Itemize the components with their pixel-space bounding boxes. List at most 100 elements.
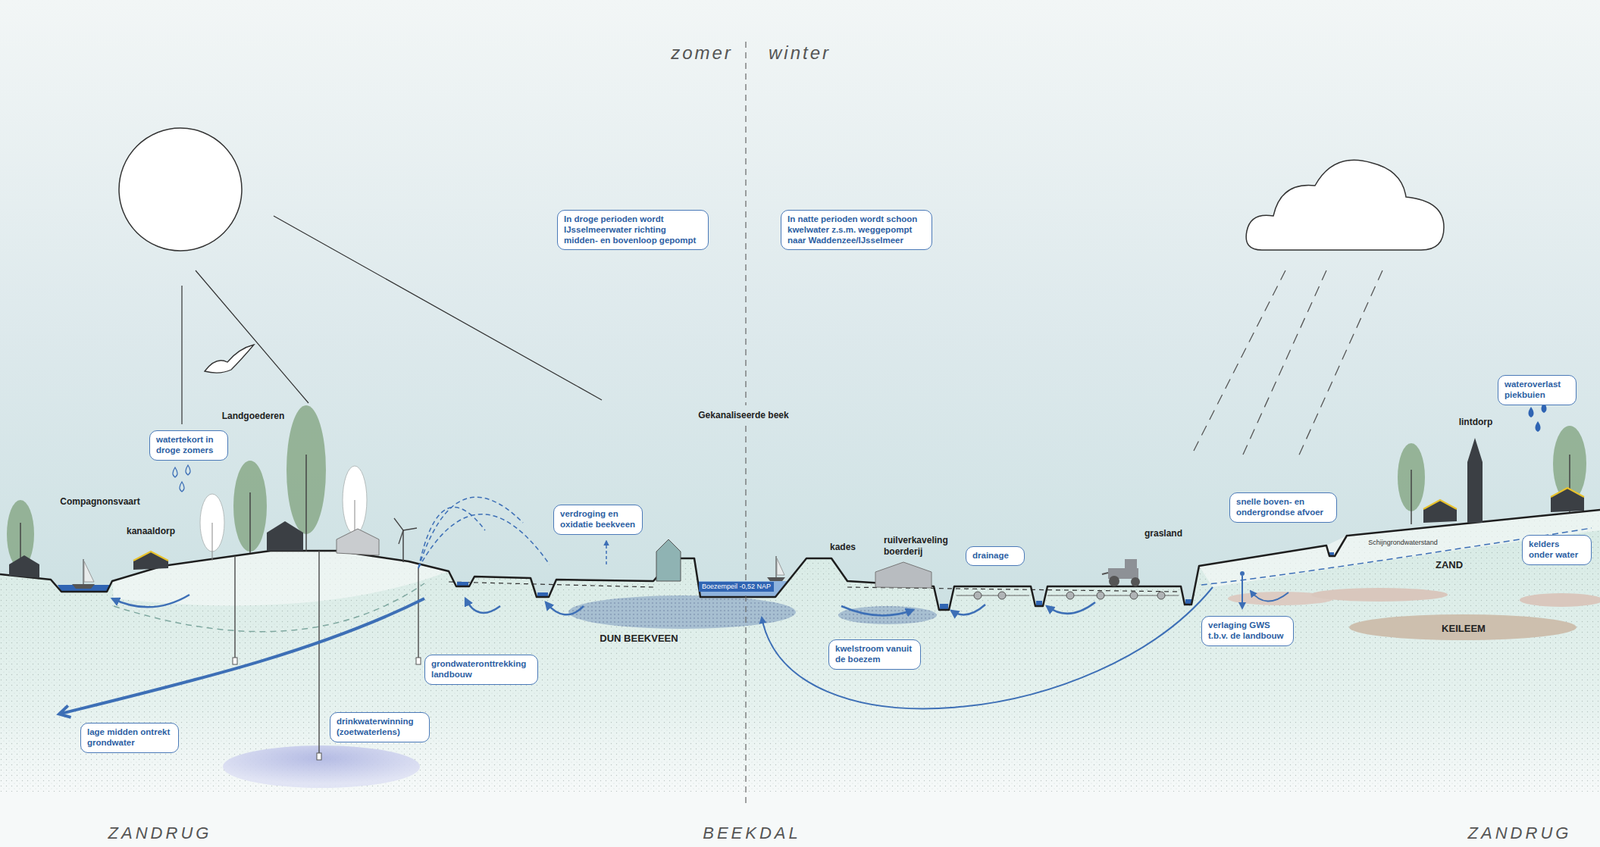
callout-text: verlaging GWS t.b.v. de landbouw [1208, 620, 1287, 642]
buildings-part [1550, 488, 1585, 498]
drainage-pipes [956, 591, 1179, 600]
water-part [698, 581, 789, 598]
boats-part [775, 556, 777, 578]
groundwater-label: Schijngrondwaterstand [1368, 538, 1438, 547]
sky-part [0, 0, 1600, 607]
tractor-part [1102, 572, 1109, 575]
sun-part [118, 128, 242, 251]
soil-label: ZAND [1435, 559, 1463, 571]
callout-text: In natte perioden wordt schoon kwelwater… [787, 214, 926, 246]
windmill-part [394, 518, 404, 531]
soil-label: KEILEEM [1441, 623, 1486, 635]
callout-text: kwelstroom vanuit de boezem [835, 644, 915, 666]
callout-text: lage midden ontrekt grondwater [87, 727, 173, 749]
drainage-pipes-part [998, 591, 1006, 600]
wells-part [417, 568, 420, 664]
callout-box: In natte perioden wordt schoon kwelwater… [780, 209, 933, 251]
water-level-bar: Boezempeil -0,52 NAP [698, 582, 774, 592]
callout-box: lage midden ontrekt grondwater [80, 723, 179, 754]
cloud-and-rain-part [1193, 270, 1286, 451]
callout-box: grondwateronttrekking landbouw [424, 654, 539, 686]
buildings [9, 438, 1585, 589]
buildings-part [875, 562, 932, 589]
groundwater-lines-part [448, 582, 654, 588]
callout-text: verdroging en oxidatie beekveen [560, 509, 636, 531]
groundwater-lines [113, 528, 1592, 633]
tractor-part [1108, 576, 1120, 587]
boats [72, 556, 786, 589]
bird [204, 344, 254, 373]
drops-part [185, 465, 191, 476]
buildings-part [1423, 500, 1457, 523]
place-label: ruilverkaveling boerderij [883, 535, 960, 558]
buildings-part [1467, 438, 1483, 523]
place-label: Gekanaliseerde beek [698, 410, 789, 422]
callout-text: watertekort in droge zomers [156, 435, 222, 457]
flow-arrows-part [951, 604, 986, 615]
callout-text: wateroverlast piekbuien [1504, 379, 1570, 401]
cloud-and-rain-part [1246, 159, 1444, 251]
callout-box: kelders onder water [1521, 535, 1592, 566]
callout-box: drinkwaterwinning (zoetwaterlens) [329, 712, 430, 743]
flow-arrows-part [112, 594, 190, 608]
soil-layers-part [1519, 593, 1600, 608]
drainage-pipes-part [1066, 591, 1074, 600]
soil-layers [222, 588, 1600, 789]
place-label: kades [829, 541, 856, 554]
callout-box: wateroverlast piekbuien [1497, 375, 1577, 406]
flow-arrows-part [761, 587, 1213, 709]
callout-text: drinkwaterwinning (zoetwaterlens) [336, 717, 423, 739]
boats-part [84, 561, 94, 583]
season-divider [745, 41, 747, 808]
soil-label: DUN BEEKVEEN [599, 632, 678, 645]
soil-layers-part [568, 595, 796, 630]
sprinkler-arcs-part [418, 507, 486, 569]
callout-box: watertekort in droge zomers [149, 430, 229, 461]
soil-part [0, 510, 1600, 793]
soil-part [0, 510, 1600, 793]
flow-arrows-part [545, 602, 584, 615]
buildings-part [336, 529, 379, 556]
groundwater-lines-part [113, 583, 425, 633]
sun-part [273, 216, 602, 401]
soil-layers-part [838, 606, 937, 625]
sun-part [195, 270, 309, 404]
soil-layers-part [568, 595, 796, 630]
water-level-text: Boezempeil -0,52 NAP [701, 582, 771, 592]
drainage-pipes-part [1096, 591, 1105, 600]
flow-arrows-part [1241, 576, 1244, 609]
callout-text: drainage [972, 551, 1018, 562]
sprinkler-arcs [418, 497, 550, 569]
boats-part [776, 558, 785, 576]
callout-text: kelders onder water [1528, 539, 1585, 561]
place-label: grasland [1144, 528, 1183, 540]
callout-box: snelle boven- en ondergrondse afvoer [1229, 492, 1337, 523]
windmill-part [398, 530, 404, 545]
tractor-part [1130, 577, 1140, 587]
season-label: zomer [670, 42, 733, 64]
sun-part [181, 285, 182, 425]
sun [118, 128, 602, 425]
drainage-pipes-part [1130, 591, 1138, 600]
flow-arrows-part [605, 541, 608, 565]
soil-layers-part [222, 745, 420, 789]
tractor-part [1124, 559, 1137, 569]
callout-text: grondwateronttrekking landbouw [431, 659, 532, 681]
place-label: Landgoederen [222, 410, 285, 423]
buildings-part [656, 539, 681, 582]
place-label: lintdorp [1459, 416, 1494, 429]
buildings-part [266, 521, 304, 552]
bird-part [204, 344, 254, 373]
flow-arrows [60, 541, 1289, 714]
wells-part [416, 657, 421, 665]
callout-box: drainage [965, 546, 1025, 567]
callout-box: verlaging GWS t.b.v. de landbouw [1201, 616, 1294, 647]
place-label: kanaaldorp [126, 526, 176, 538]
flow-arrows-part [60, 598, 425, 714]
drops-part [172, 467, 178, 478]
wells-part [318, 551, 320, 760]
callout-box: kwelstroom vanuit de boezem [828, 639, 921, 671]
